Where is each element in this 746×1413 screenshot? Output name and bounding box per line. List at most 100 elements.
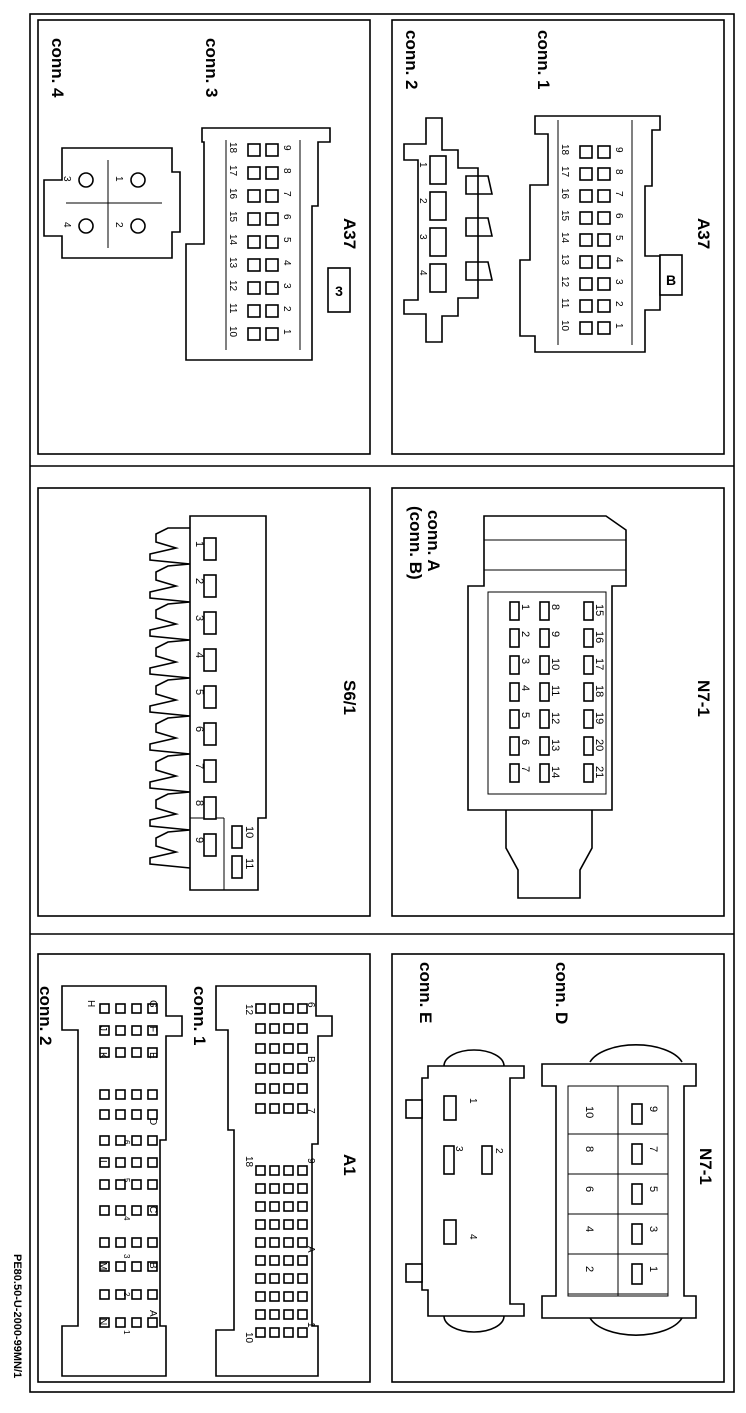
- pin-socket: [269, 1183, 280, 1194]
- conn3-label: conn. 3: [202, 38, 221, 98]
- pin-label: 17: [593, 658, 605, 670]
- pin-label: 4: [467, 1234, 478, 1240]
- pin-label: 7: [613, 191, 624, 197]
- conn1-key: [659, 254, 683, 296]
- pin-socket: [255, 1273, 266, 1284]
- pin-label: E: [147, 1052, 158, 1059]
- pin-socket: [283, 1063, 294, 1074]
- component-label: N7-1: [694, 680, 713, 717]
- pin-label: 10: [227, 326, 238, 338]
- pin-socket: [99, 1179, 110, 1190]
- pin-label: 7: [305, 1108, 316, 1114]
- pin-socket: [255, 1083, 266, 1094]
- pin-socket: [297, 1003, 308, 1014]
- pin-label: 3: [281, 283, 292, 289]
- pin-label: 4: [281, 260, 292, 266]
- pin-label: 17: [559, 166, 570, 178]
- pin-socket: [583, 682, 594, 702]
- pin-socket: [115, 1089, 126, 1100]
- pin-socket: [115, 1047, 126, 1058]
- pin-socket: [247, 304, 261, 318]
- connE-clip: [405, 1099, 423, 1119]
- pin-socket: [631, 1263, 643, 1285]
- pin-socket: [247, 327, 261, 341]
- pin-label: 2: [113, 222, 124, 228]
- pin-socket: [283, 1273, 294, 1284]
- conn3-key: [327, 267, 351, 313]
- pin-socket: [429, 191, 447, 221]
- pin-socket: [255, 1219, 266, 1230]
- pin-label: 12: [227, 280, 238, 292]
- pin-socket: [597, 211, 611, 225]
- conn2-housing: [403, 117, 479, 343]
- pin-label: 3: [519, 658, 531, 664]
- pin-label: 10: [559, 320, 570, 332]
- pin-label: 8: [193, 800, 205, 806]
- pin-socket: [78, 172, 94, 188]
- conn1-label: conn. 1: [190, 986, 209, 1046]
- pin-socket: [265, 327, 279, 341]
- conn3-tag: 3: [335, 283, 343, 299]
- pin-socket: [579, 255, 593, 269]
- pin-socket: [147, 1237, 158, 1248]
- pin-label: 2: [519, 631, 531, 637]
- pin-socket: [539, 682, 550, 702]
- pin-socket: [269, 1201, 280, 1212]
- pin-socket: [131, 1135, 142, 1146]
- cable-boot: [505, 810, 593, 899]
- pin-label: 8: [613, 169, 624, 175]
- pin-socket: [247, 143, 261, 157]
- pin-socket: [131, 1003, 142, 1014]
- pin-label: 8: [281, 168, 292, 174]
- pin-label: 4: [613, 257, 624, 263]
- pin-label: 8: [583, 1146, 595, 1152]
- pin-label: 5: [519, 712, 531, 718]
- pin-socket: [147, 1109, 158, 1120]
- pin-label: 6: [613, 213, 624, 219]
- pin-label: 8: [549, 604, 561, 610]
- pin-label: 6: [583, 1186, 595, 1192]
- pin-label: 16: [227, 188, 238, 200]
- component-label: S6/1: [340, 680, 359, 715]
- pin-field: [487, 591, 607, 795]
- pin-socket: [597, 299, 611, 313]
- pin-socket: [131, 1047, 142, 1058]
- pin-socket: [443, 1095, 457, 1121]
- conn2-latches: [465, 175, 493, 281]
- pin-socket: [99, 1135, 110, 1146]
- pin-label: 4: [519, 685, 531, 691]
- pin-socket: [283, 1291, 294, 1302]
- pin-label: 16: [593, 631, 605, 643]
- conn4-label: conn. 4: [48, 38, 67, 98]
- pin-socket: [203, 537, 217, 561]
- pin-socket: [203, 648, 217, 672]
- pin-socket: [509, 682, 520, 702]
- pin-socket: [115, 1109, 126, 1120]
- pin-socket: [255, 1063, 266, 1074]
- pin-socket: [597, 189, 611, 203]
- pin-socket: [539, 601, 550, 621]
- component-label: A37: [694, 218, 713, 249]
- pin-label: A: [147, 1310, 158, 1317]
- pin-socket: [147, 1025, 158, 1036]
- pin-socket: [283, 1003, 294, 1014]
- pin-socket: [131, 1205, 142, 1216]
- pin-socket: [147, 1317, 158, 1328]
- pin-socket: [203, 574, 217, 598]
- pin-label: 5: [647, 1186, 659, 1192]
- pin-socket: [443, 1219, 457, 1245]
- pin-socket: [247, 281, 261, 295]
- pin-label: 1: [467, 1098, 478, 1104]
- pin-socket: [131, 1109, 142, 1120]
- pin-label: 17: [227, 165, 238, 177]
- pin-label: 6: [122, 1140, 131, 1145]
- conn3-housing: [185, 127, 331, 361]
- connE-bottom-dome: [443, 1315, 505, 1333]
- pin-socket: [579, 277, 593, 291]
- pin-socket: [255, 1023, 266, 1034]
- pin-socket: [269, 1165, 280, 1176]
- pin-socket: [265, 281, 279, 295]
- pin-socket: [283, 1103, 294, 1114]
- conn2-label: conn. 2: [402, 30, 421, 90]
